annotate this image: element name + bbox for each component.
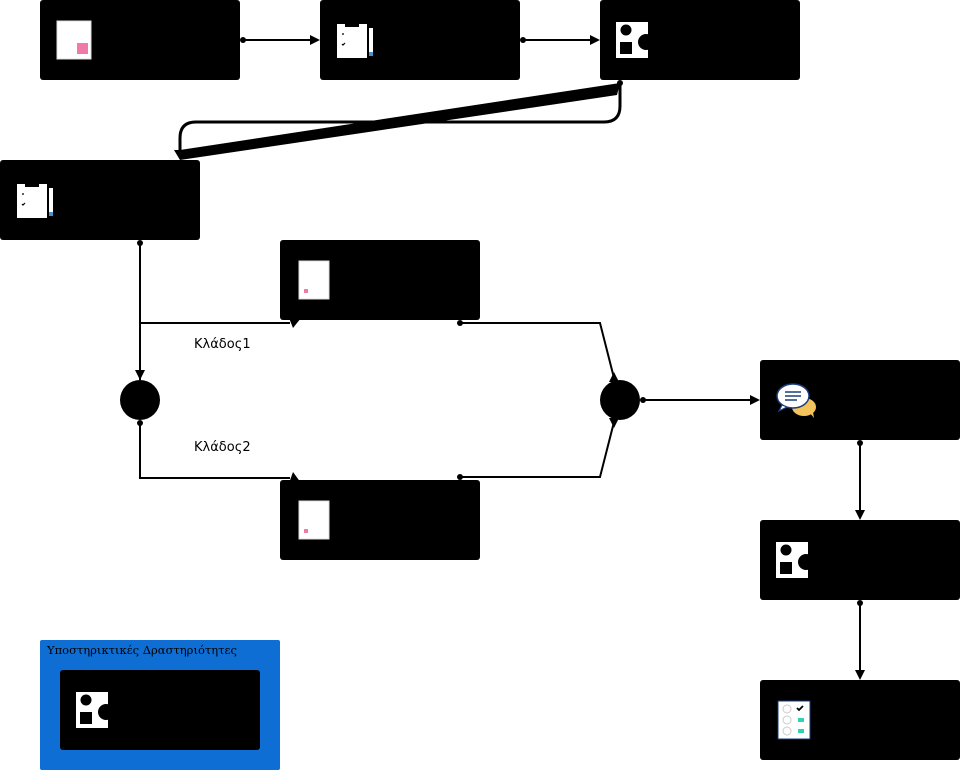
task-node-branch1[interactable] bbox=[280, 240, 480, 320]
edge-split-branch2 bbox=[139, 423, 290, 479]
edge-branch2-merge bbox=[460, 421, 615, 478]
arrowhead bbox=[855, 510, 865, 520]
chat-bubbles-icon bbox=[776, 383, 816, 418]
support-group-title: Υποστηρικτικές Δραστηριότητες bbox=[47, 643, 237, 657]
edge-start-dot bbox=[457, 474, 463, 480]
task-node-4[interactable] bbox=[0, 160, 200, 240]
edge-start-dot bbox=[240, 37, 246, 43]
support-task-node[interactable] bbox=[60, 670, 260, 750]
edge-start-dot bbox=[520, 37, 526, 43]
edge-split-branch1 bbox=[139, 322, 290, 380]
shapes-icon bbox=[776, 542, 814, 578]
task-node-9[interactable] bbox=[760, 680, 960, 760]
merge-gateway[interactable] bbox=[600, 380, 640, 420]
task-node-branch2[interactable] bbox=[280, 480, 480, 560]
arrowhead bbox=[174, 150, 186, 160]
shapes-icon bbox=[616, 22, 654, 58]
edge-start-dot bbox=[857, 440, 863, 446]
arrowhead bbox=[310, 35, 320, 45]
edge-start-dot bbox=[857, 600, 863, 606]
arrowhead bbox=[609, 372, 619, 382]
clipboard-pencil-icon bbox=[17, 182, 53, 218]
document-icon bbox=[298, 500, 330, 540]
edge-start-dot bbox=[137, 420, 143, 426]
document-icon bbox=[298, 260, 330, 300]
arrowhead bbox=[855, 670, 865, 680]
edge-start-dot bbox=[617, 80, 623, 86]
task-node-2[interactable] bbox=[320, 0, 520, 80]
checklist-icon bbox=[777, 700, 811, 740]
split-gateway[interactable] bbox=[120, 380, 160, 420]
edge-n3-n4-band bbox=[180, 83, 620, 160]
support-activities-group[interactable]: Υποστηρικτικές Δραστηριότητες bbox=[40, 640, 280, 770]
task-node-7[interactable] bbox=[760, 360, 960, 440]
branch2-label: Κλάδος2 bbox=[194, 440, 251, 455]
edge-branch1-merge bbox=[460, 322, 615, 379]
edge-start-dot bbox=[137, 240, 143, 246]
edge-start-dot bbox=[640, 397, 646, 403]
arrowhead bbox=[609, 418, 619, 428]
clipboard-pencil-icon bbox=[337, 22, 373, 58]
arrowhead bbox=[289, 318, 301, 328]
arrowhead bbox=[750, 395, 760, 405]
document-icon bbox=[56, 20, 92, 60]
arrowhead bbox=[590, 35, 600, 45]
branch1-label: Κλάδος1 bbox=[194, 337, 251, 352]
task-node-3[interactable] bbox=[600, 0, 800, 80]
task-node-1[interactable] bbox=[40, 0, 240, 80]
task-node-8[interactable] bbox=[760, 520, 960, 600]
shapes-icon bbox=[76, 692, 114, 728]
edge-start-dot bbox=[457, 320, 463, 326]
